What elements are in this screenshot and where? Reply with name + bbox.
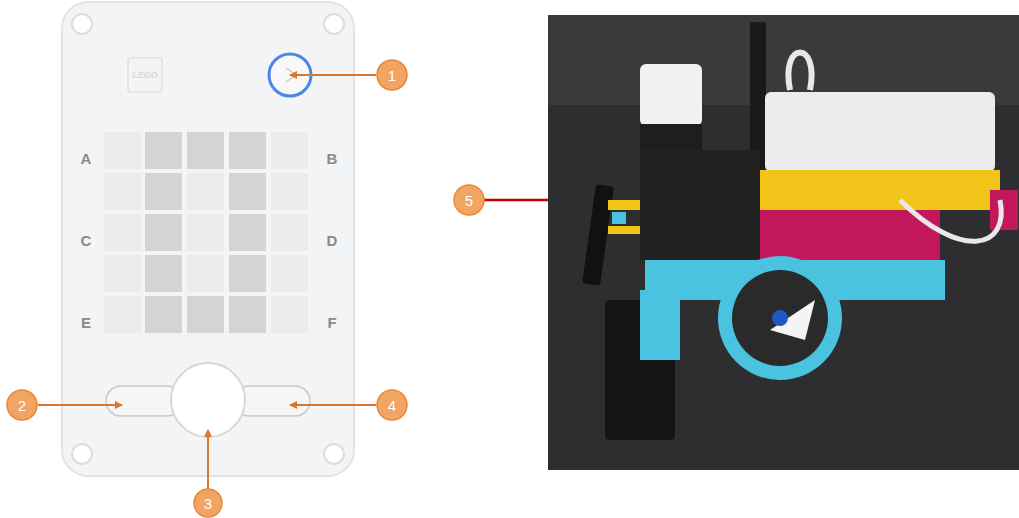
port-letter: D — [327, 233, 338, 248]
callout-number: 4 — [388, 398, 396, 413]
leader-lines — [38, 75, 376, 490]
callout-number: 3 — [204, 496, 212, 511]
callout-circles — [7, 60, 484, 517]
callout-number: 5 — [465, 193, 473, 208]
port-letter: F — [327, 315, 336, 330]
robot-photo — [548, 15, 1019, 470]
port-letter: C — [81, 233, 92, 248]
port-letter: A — [81, 151, 92, 166]
port-letter: E — [81, 315, 91, 330]
callout-number: 1 — [388, 68, 396, 83]
port-letter: B — [327, 151, 338, 166]
logo-text: LEGO — [132, 71, 158, 80]
callout-number: 2 — [18, 398, 26, 413]
